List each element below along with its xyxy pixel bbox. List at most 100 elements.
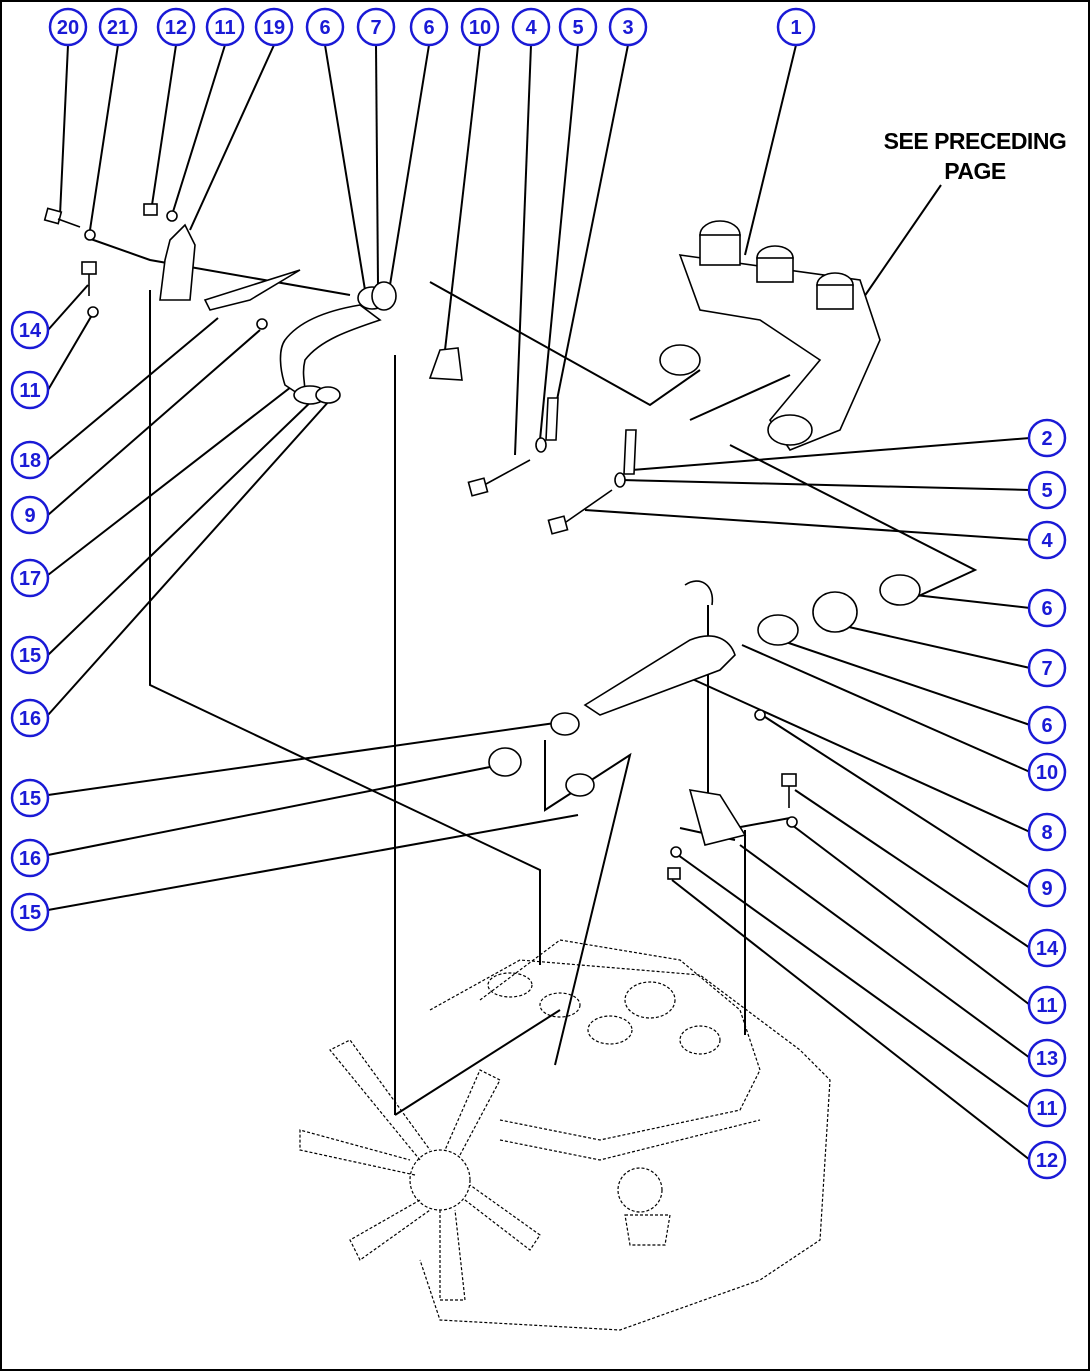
callout-c-3-top: 3 xyxy=(608,7,648,47)
callout-c-5-right: 5 xyxy=(1027,470,1067,510)
callout-circle xyxy=(254,7,294,47)
callout-c-14-right: 14 xyxy=(1027,928,1067,968)
bolt-part-14-right xyxy=(781,773,797,808)
callout-label: 12 xyxy=(165,17,187,39)
hose-elbow-part-17 xyxy=(279,304,382,396)
callout-label: 6 xyxy=(1041,598,1052,620)
callout-c-15-left-c: 15 xyxy=(10,892,50,932)
callout-c-13-right: 13 xyxy=(1027,1038,1067,1078)
sleeve-part-16-top xyxy=(315,386,341,404)
nut-part-12-right xyxy=(667,867,681,880)
callout-circle xyxy=(10,495,50,535)
callout-c-11-left: 11 xyxy=(10,370,50,410)
callout-label: 5 xyxy=(572,17,583,39)
callout-circle xyxy=(1027,928,1067,968)
sleeve-part-7-top xyxy=(371,281,397,311)
callout-circle xyxy=(776,7,816,47)
note-line-1: SEE PRECEDING xyxy=(883,128,1067,154)
callout-circle xyxy=(98,7,138,47)
callout-circle xyxy=(1027,648,1067,688)
washer-part-5-right xyxy=(614,472,626,488)
callout-c-11-right-a: 11 xyxy=(1027,985,1067,1025)
callout-label: 15 xyxy=(19,902,41,924)
washer-part-11-right-b xyxy=(670,846,682,858)
callout-c-12-right: 12 xyxy=(1027,1140,1067,1180)
bolt-part-20 xyxy=(43,207,81,228)
callout-label: 20 xyxy=(57,17,79,39)
bolt-part-14 xyxy=(81,261,97,296)
callout-label: 10 xyxy=(469,17,491,39)
callout-c-20-top: 20 xyxy=(48,7,88,47)
callout-label: 7 xyxy=(1041,658,1052,680)
callout-c-9-right: 9 xyxy=(1027,868,1067,908)
callout-circle xyxy=(10,370,50,410)
callout-c-17-left: 17 xyxy=(10,558,50,598)
callout-circle xyxy=(205,7,245,47)
callout-circle xyxy=(1027,418,1067,458)
nut-part-12 xyxy=(143,203,158,216)
callout-c-21-top: 21 xyxy=(98,7,138,47)
callout-label: 1 xyxy=(790,17,801,39)
note-line-2: PAGE xyxy=(944,158,1006,184)
fan xyxy=(299,1039,541,1301)
callout-circle xyxy=(1027,985,1067,1025)
callout-circle xyxy=(409,7,449,47)
callout-c-4-top: 4 xyxy=(511,7,551,47)
callout-circle xyxy=(1027,812,1067,852)
callout-c-9-left: 9 xyxy=(10,495,50,535)
manifold-part-1 xyxy=(659,220,881,451)
hose-part-8 xyxy=(583,635,736,716)
callout-c-7-right: 7 xyxy=(1027,648,1067,688)
callout-c-6-top-b: 6 xyxy=(409,7,449,47)
callout-c-5-top: 5 xyxy=(558,7,598,47)
callout-circle xyxy=(1027,705,1067,745)
washer-part-11-left xyxy=(87,306,99,318)
callout-label: 9 xyxy=(24,505,35,527)
callout-label: 21 xyxy=(107,17,129,39)
callout-circle xyxy=(10,440,50,480)
callout-circle xyxy=(10,558,50,598)
callout-circle xyxy=(460,7,500,47)
bolt-part-4-right xyxy=(547,489,613,535)
callout-label: 19 xyxy=(263,17,285,39)
callout-label: 17 xyxy=(19,568,41,590)
callout-c-1-top: 1 xyxy=(776,7,816,47)
callout-circle xyxy=(10,838,50,878)
strap-part-2 xyxy=(623,429,637,475)
washer-part-11-right xyxy=(786,816,798,828)
callout-label: 6 xyxy=(423,17,434,39)
callout-label: 14 xyxy=(19,320,42,342)
callout-circle xyxy=(1027,470,1067,510)
leader-lines xyxy=(47,44,1031,1161)
tube-part-10 xyxy=(684,580,714,606)
callout-circle xyxy=(10,635,50,675)
callout-c-4-right: 4 xyxy=(1027,520,1067,560)
callout-c-16-left-b: 16 xyxy=(10,838,50,878)
callout-c-10-top: 10 xyxy=(460,7,500,47)
clamp-part-15-low xyxy=(565,773,595,797)
washer-part-5-top xyxy=(535,437,547,453)
callout-circle xyxy=(1027,752,1067,792)
callout-circle xyxy=(1027,1038,1067,1078)
callout-circle xyxy=(10,698,50,738)
callout-c-16-left-a: 16 xyxy=(10,698,50,738)
bracket-plate-part xyxy=(203,269,301,311)
callout-label: 11 xyxy=(214,17,235,39)
washer-part-21 xyxy=(84,229,96,241)
bolt-part-4-top xyxy=(467,459,531,497)
callout-c-10-right: 10 xyxy=(1027,752,1067,792)
callout-circle xyxy=(10,892,50,932)
callout-c-19-top: 19 xyxy=(254,7,294,47)
callout-label: 7 xyxy=(370,17,381,39)
callout-c-12-top: 12 xyxy=(156,7,196,47)
callout-circle xyxy=(1027,868,1067,908)
callout-label: 11 xyxy=(1036,995,1057,1017)
callout-label: 6 xyxy=(319,17,330,39)
callout-label: 4 xyxy=(525,17,537,39)
callout-label: 16 xyxy=(19,848,41,870)
assembly-lines xyxy=(84,236,978,1116)
callout-circle xyxy=(156,7,196,47)
callout-c-15-left-a: 15 xyxy=(10,635,50,675)
